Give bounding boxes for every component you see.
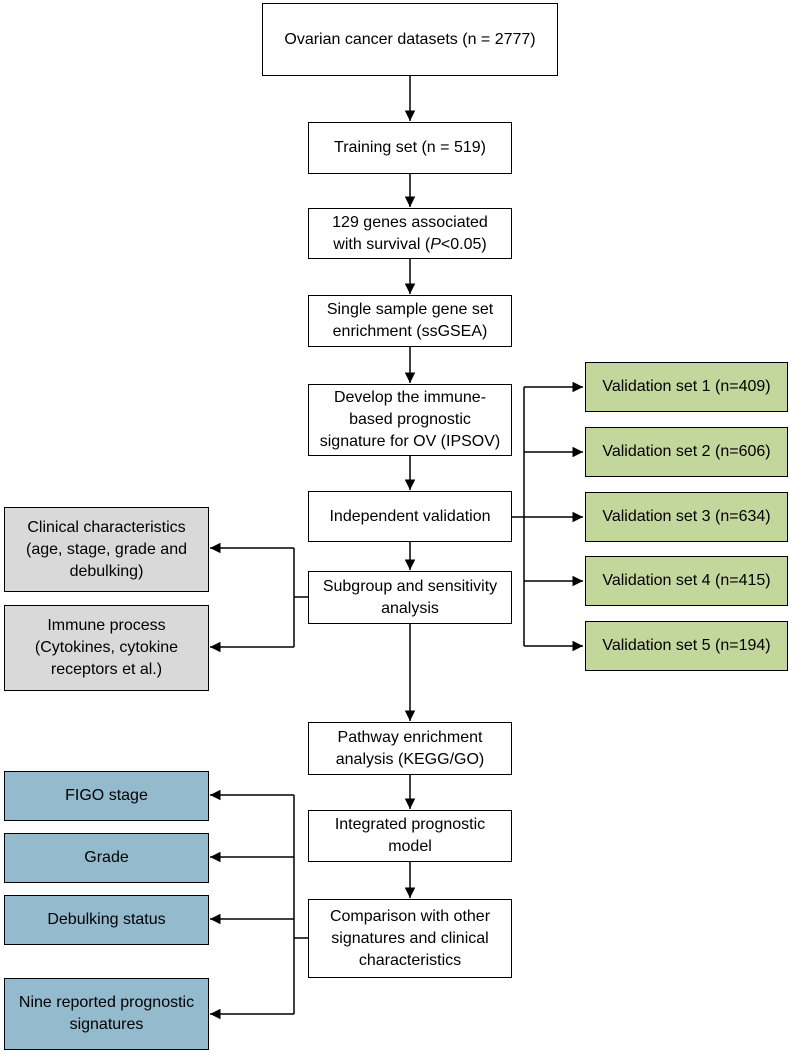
ssgsea-label: Single sample gene set enrichment (ssGSE…: [326, 301, 494, 340]
validation-set-3: Validation set 3 (n=634): [585, 492, 788, 542]
subgroup-label: Subgroup and sensitivity analysis: [322, 577, 498, 617]
comparison-label: Comparison with other signatures and cli…: [329, 907, 491, 969]
immune-process-box: Immune process (Cytokines, cytokine rece…: [4, 605, 209, 691]
debulking-status-box: Debulking status: [4, 895, 209, 945]
validation-set-1: Validation set 1 (n=409): [585, 362, 788, 412]
validation-set-5: Validation set 5 (n=194): [585, 621, 788, 671]
develop-box: Develop the immune-based prognostic sign…: [308, 384, 512, 456]
independent-label: Independent validation: [329, 507, 491, 525]
nine-signatures-box: Nine reported prognostic signatures: [4, 978, 209, 1050]
genes-label: 129 genes associated with survival (P<0.…: [332, 213, 488, 253]
independent-box: Independent validation: [308, 491, 512, 542]
validation-set-2: Validation set 2 (n=606): [585, 427, 788, 477]
genes-box: 129 genes associated with survival (P<0.…: [308, 208, 512, 259]
grade-box: Grade: [4, 833, 209, 883]
datasets-box: Ovarian cancer datasets (n = 2777): [262, 3, 558, 76]
comparison-box: Comparison with other signatures and cli…: [308, 899, 512, 978]
validation-set-4: Validation set 4 (n=415): [585, 556, 788, 606]
pathway-box: Pathway enrichment analysis (KEGG/GO): [308, 722, 512, 775]
ssgsea-box: Single sample gene set enrichment (ssGSE…: [308, 295, 512, 347]
develop-label: Develop the immune-based prognostic sign…: [319, 389, 501, 450]
training-box: Training set (n = 519): [308, 122, 512, 174]
integrated-label: Integrated prognostic model: [334, 816, 486, 855]
pathway-label: Pathway enrichment analysis (KEGG/GO): [335, 728, 485, 768]
clinical-characteristics-box: Clinical characteristics (age, stage, gr…: [4, 507, 209, 592]
subgroup-box: Subgroup and sensitivity analysis: [308, 571, 512, 624]
figo-stage-box: FIGO stage: [4, 771, 209, 821]
datasets-label: Ovarian cancer datasets (n = 2777): [284, 30, 536, 48]
integrated-box: Integrated prognostic model: [308, 810, 512, 862]
training-label: Training set (n = 519): [334, 139, 486, 156]
